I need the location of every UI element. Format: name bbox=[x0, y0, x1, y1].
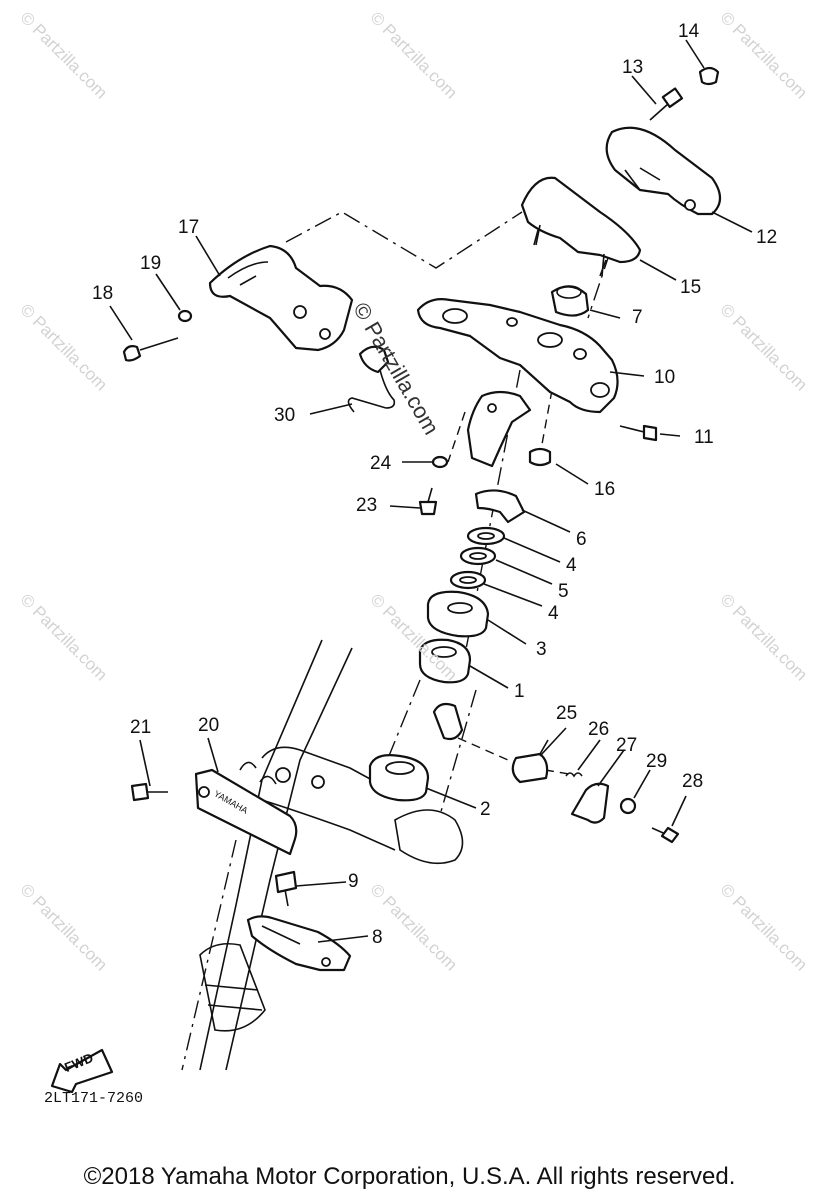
bolt-13 bbox=[649, 87, 684, 121]
callout-8: 8 bbox=[372, 927, 383, 948]
wire-clip-30 bbox=[347, 345, 396, 413]
collar bbox=[432, 702, 464, 741]
diagram-code: 2LT171-7260 bbox=[44, 1090, 144, 1107]
lower-handle-holder bbox=[520, 176, 642, 277]
callout-5: 5 bbox=[558, 581, 569, 602]
callout-14: 14 bbox=[678, 21, 700, 42]
ring-nut-4a bbox=[466, 526, 506, 546]
spring-26 bbox=[565, 772, 583, 778]
plate-8 bbox=[246, 915, 352, 972]
callout-11: 11 bbox=[694, 427, 714, 448]
washer-19 bbox=[177, 309, 193, 323]
callout-23: 23 bbox=[356, 495, 378, 516]
fwd-arrow-icon bbox=[50, 1048, 114, 1094]
copyright-notice: ©2018 Yamaha Motor Corporation, U.S.A. A… bbox=[83, 1163, 736, 1190]
callout-21: 21 bbox=[130, 717, 152, 738]
callout-16: 16 bbox=[594, 479, 616, 500]
lock-washer-6 bbox=[474, 489, 526, 524]
cover-3 bbox=[426, 590, 490, 638]
plate-27 bbox=[570, 782, 610, 824]
bolt-21 bbox=[130, 782, 168, 802]
leader-lines bbox=[109, 39, 753, 943]
callout-9: 9 bbox=[348, 871, 359, 892]
washer-5 bbox=[459, 546, 497, 566]
bolt-11 bbox=[619, 424, 658, 442]
bolt-18 bbox=[122, 337, 179, 362]
nut-24 bbox=[431, 455, 449, 469]
ring-nut-4b bbox=[449, 570, 487, 590]
bolt-23 bbox=[418, 487, 438, 516]
callout-19: 19 bbox=[140, 253, 162, 274]
callout-13: 13 bbox=[622, 57, 644, 78]
callout-7: 7 bbox=[632, 307, 643, 328]
callout-27: 27 bbox=[616, 735, 638, 756]
upper-bracket bbox=[416, 298, 619, 414]
callout-1: 1 bbox=[514, 681, 525, 702]
callout-25: 25 bbox=[556, 703, 578, 724]
callout-24: 24 bbox=[370, 453, 392, 474]
callout-4b: 4 bbox=[548, 603, 559, 624]
nut-16 bbox=[528, 447, 552, 467]
callout-26: 26 bbox=[588, 719, 610, 740]
callout-4a: 4 bbox=[566, 555, 577, 576]
callout-18: 18 bbox=[92, 283, 114, 304]
switch-25 bbox=[511, 739, 549, 784]
steering-head-outline bbox=[261, 746, 464, 865]
callout-10: 10 bbox=[654, 367, 676, 388]
callout-30: 30 bbox=[274, 405, 296, 426]
bearing-2 bbox=[368, 754, 430, 802]
brand-plate bbox=[194, 761, 298, 856]
callout-15: 15 bbox=[680, 277, 702, 298]
callout-3: 3 bbox=[536, 639, 547, 660]
handlebar-holder bbox=[208, 244, 354, 352]
upper-handle-holder bbox=[605, 126, 722, 216]
nut-7 bbox=[550, 285, 590, 317]
callout-28: 28 bbox=[682, 771, 704, 792]
callout-17: 17 bbox=[178, 217, 200, 238]
cap-14 bbox=[698, 66, 720, 86]
callout-2: 2 bbox=[480, 799, 491, 820]
bolt-9 bbox=[274, 870, 298, 907]
callout-20: 20 bbox=[198, 715, 220, 736]
callout-12: 12 bbox=[756, 227, 778, 248]
meter-bracket bbox=[466, 390, 532, 468]
callout-6: 6 bbox=[576, 529, 587, 550]
fork-tube-outline bbox=[199, 639, 353, 1071]
bolt-28 bbox=[651, 826, 680, 844]
bearing-1 bbox=[418, 638, 472, 684]
washer-29 bbox=[619, 797, 637, 815]
callout-29: 29 bbox=[646, 751, 668, 772]
